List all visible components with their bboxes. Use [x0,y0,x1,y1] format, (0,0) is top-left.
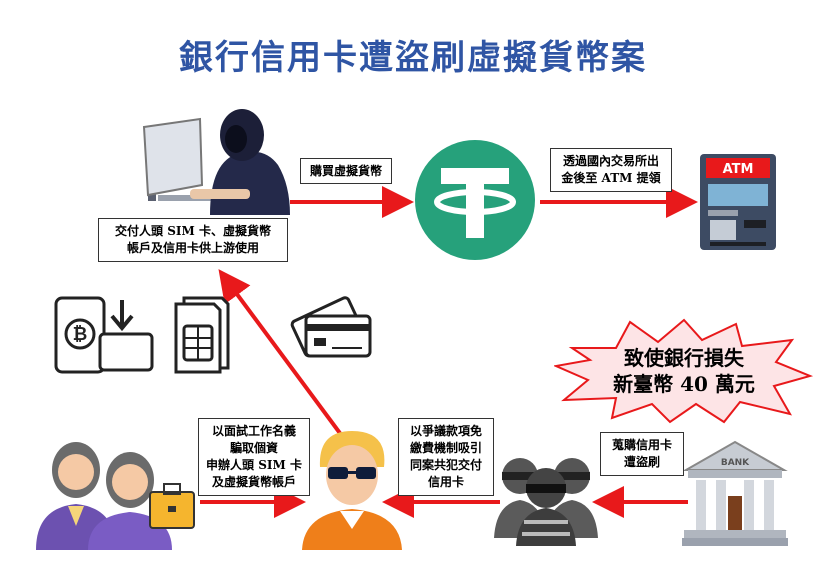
card-stolen-label: 蒐購信用卡 遭盜刷 [600,432,684,476]
tether-coin-icon [415,140,535,260]
accomplices-icon [494,458,598,546]
bank-icon: BANK [682,440,788,546]
lure-label: 以爭議款項免 繳費機制吸引 同案共犯交付 信用卡 [398,418,494,496]
hacker-icon [142,109,290,215]
bank-label: BANK [721,458,750,468]
recruiter-icon [302,431,402,550]
atm-label: ATM [723,162,754,177]
arrow-recruiter-to-hacker [218,269,347,442]
credit-card-icon [290,296,372,358]
buy-crypto-label: 購買虛擬貨幣 [300,158,392,184]
loss-line-2: 新臺幣 40 萬元 [613,372,755,396]
loss-line-1: 致使銀行損失 [624,346,744,370]
atm-machine-icon: ATM [700,154,776,250]
withdraw-label: 透過國內交易所出 金後至 ATM 提領 [550,148,672,192]
loss-burst: 致使銀行損失 新臺幣 40 萬元 [554,318,814,424]
svg-text:₿: ₿ [73,324,88,345]
page-title: 銀行信用卡遭盜刷虛擬貨幣案 [179,38,647,78]
recruit-label: 以面試工作名義 騙取個資 申辦人頭 SIM 卡 及虛擬貨幣帳戶 [198,418,310,496]
bitcoin-wallet-icon: ₿ [54,296,154,374]
deliver-label: 交付人頭 SIM 卡、虛擬貨幣 帳戶及信用卡供上游使用 [98,218,288,262]
job-seekers-icon [36,442,195,550]
sim-card-icon [174,296,230,374]
